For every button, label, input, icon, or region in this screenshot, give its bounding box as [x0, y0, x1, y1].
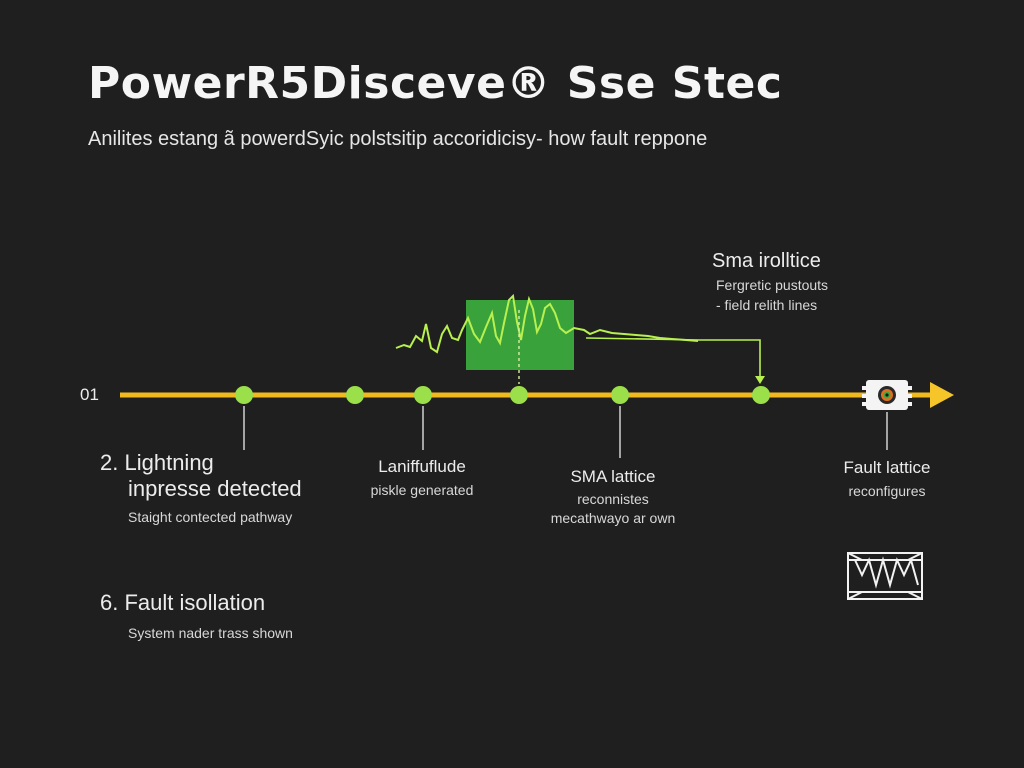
lattice-frame-icon	[847, 552, 923, 600]
timeline-node-6	[752, 386, 770, 404]
timeline-node-1	[235, 386, 253, 404]
page-title: PowerR5Disceve® Sse Stec	[88, 58, 783, 109]
amplitude-detail: piskle generated	[370, 482, 474, 498]
step2-annotation: 2. Lightning inpresse detected Staight c…	[100, 450, 302, 526]
timeline-node-4	[510, 386, 528, 404]
step6-title: Fault isollation	[124, 590, 266, 615]
sma-annotation: SMA lattice reconnistes mecathwayo ar ow…	[530, 466, 696, 527]
amplitude-annotation: Laniffuflude piskle generated	[352, 456, 492, 499]
page-subtitle: Anilites estang ã powerdSyic polstsitip …	[88, 128, 708, 150]
top-right-annotation: Sma irolltice Fergretic pustouts - field…	[712, 249, 828, 314]
timeline-node-2	[346, 386, 364, 404]
sma-title: SMA lattice	[570, 467, 656, 486]
connector-arrowhead	[755, 376, 765, 384]
fault-lattice-annotation: Fault lattice reconfigures	[820, 457, 954, 500]
top-right-annotation-line2: - field relith lines	[716, 297, 818, 313]
sma-line1: reconnistes	[577, 491, 649, 507]
sma-line2: mecathwayo ar own	[550, 510, 676, 526]
step2-title-line1: Lightning	[124, 450, 214, 475]
chip-icon	[862, 380, 912, 410]
top-right-annotation-title: Sma irolltice	[712, 250, 821, 272]
step6-detail: System nader trass shown	[128, 625, 293, 641]
connector-line	[585, 337, 761, 378]
step6-number: 6.	[100, 590, 119, 615]
step6-annotation: 6. Fault isollation System nader trass s…	[100, 590, 293, 642]
timeline-node-3	[414, 386, 432, 404]
step2-title-line2: inpresse detected	[128, 476, 302, 501]
top-right-annotation-line1: Fergretic pustouts	[716, 277, 829, 293]
fault-lattice-title: Fault lattice	[843, 458, 931, 477]
step2-number: 2.	[100, 450, 119, 475]
amplitude-title: Laniffuflude	[378, 457, 466, 476]
step2-detail: Staight contected pathway	[128, 509, 293, 525]
timeline-arrowhead	[930, 382, 954, 408]
timeline-node-5	[611, 386, 629, 404]
timeline-start-label: 01	[80, 385, 99, 404]
fault-lattice-detail: reconfigures	[848, 483, 926, 499]
waveform-line	[395, 293, 699, 354]
